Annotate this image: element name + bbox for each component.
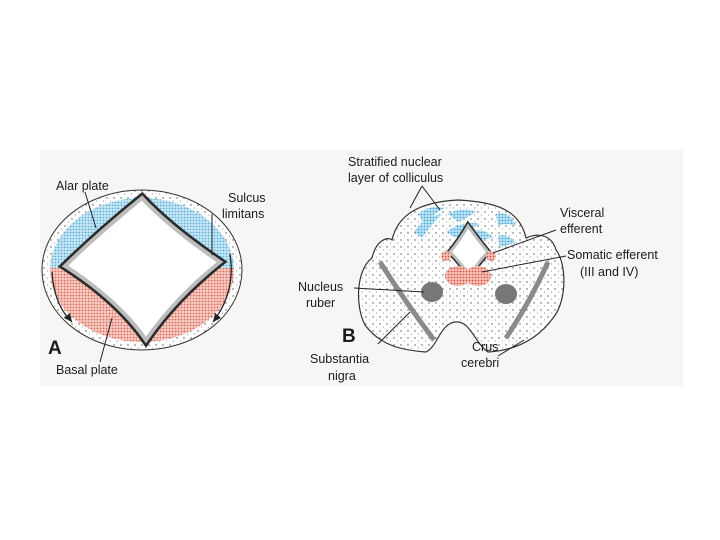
crus-cerebri-label-line2: cerebri xyxy=(461,356,499,370)
crus-cerebri-label-line1: Crus xyxy=(472,340,498,354)
stratified-label-line2: layer of colliculus xyxy=(348,171,443,185)
nucleus-ruber-label-line1: Nucleus xyxy=(298,280,343,294)
figure-b: Stratified nuclear layer of colliculus V… xyxy=(298,155,658,383)
nucleus-ruber-right xyxy=(495,284,517,304)
somatic-label-line1: Somatic efferent xyxy=(567,248,658,262)
sulcus-label-line1: Sulcus xyxy=(228,191,266,205)
substantia-label-line1: Substantia xyxy=(310,352,369,366)
visceral-efferent-left xyxy=(441,251,451,261)
basal-plate-label: Basal plate xyxy=(56,363,118,377)
stratified-label-line1: Stratified nuclear xyxy=(348,155,442,169)
visceral-label-line2: efferent xyxy=(560,222,603,236)
nucleus-ruber-label-line2: ruber xyxy=(306,296,335,310)
panel-letter-b: B xyxy=(342,326,356,347)
visceral-label-line1: Visceral xyxy=(560,206,604,220)
panel-letter-a: A xyxy=(48,338,62,359)
substantia-label-line2: nigra xyxy=(328,369,356,383)
sulcus-label-line2: limitans xyxy=(222,207,264,221)
figure-a: Alar plate Sulcus limitans A Basal plate xyxy=(42,179,266,377)
somatic-efferent-left xyxy=(445,266,471,286)
alar-plate-label: Alar plate xyxy=(56,179,109,193)
nucleus-ruber-left xyxy=(421,282,443,302)
stratified-leader-1 xyxy=(410,186,422,208)
somatic-label-line2: (III and IV) xyxy=(580,265,638,279)
